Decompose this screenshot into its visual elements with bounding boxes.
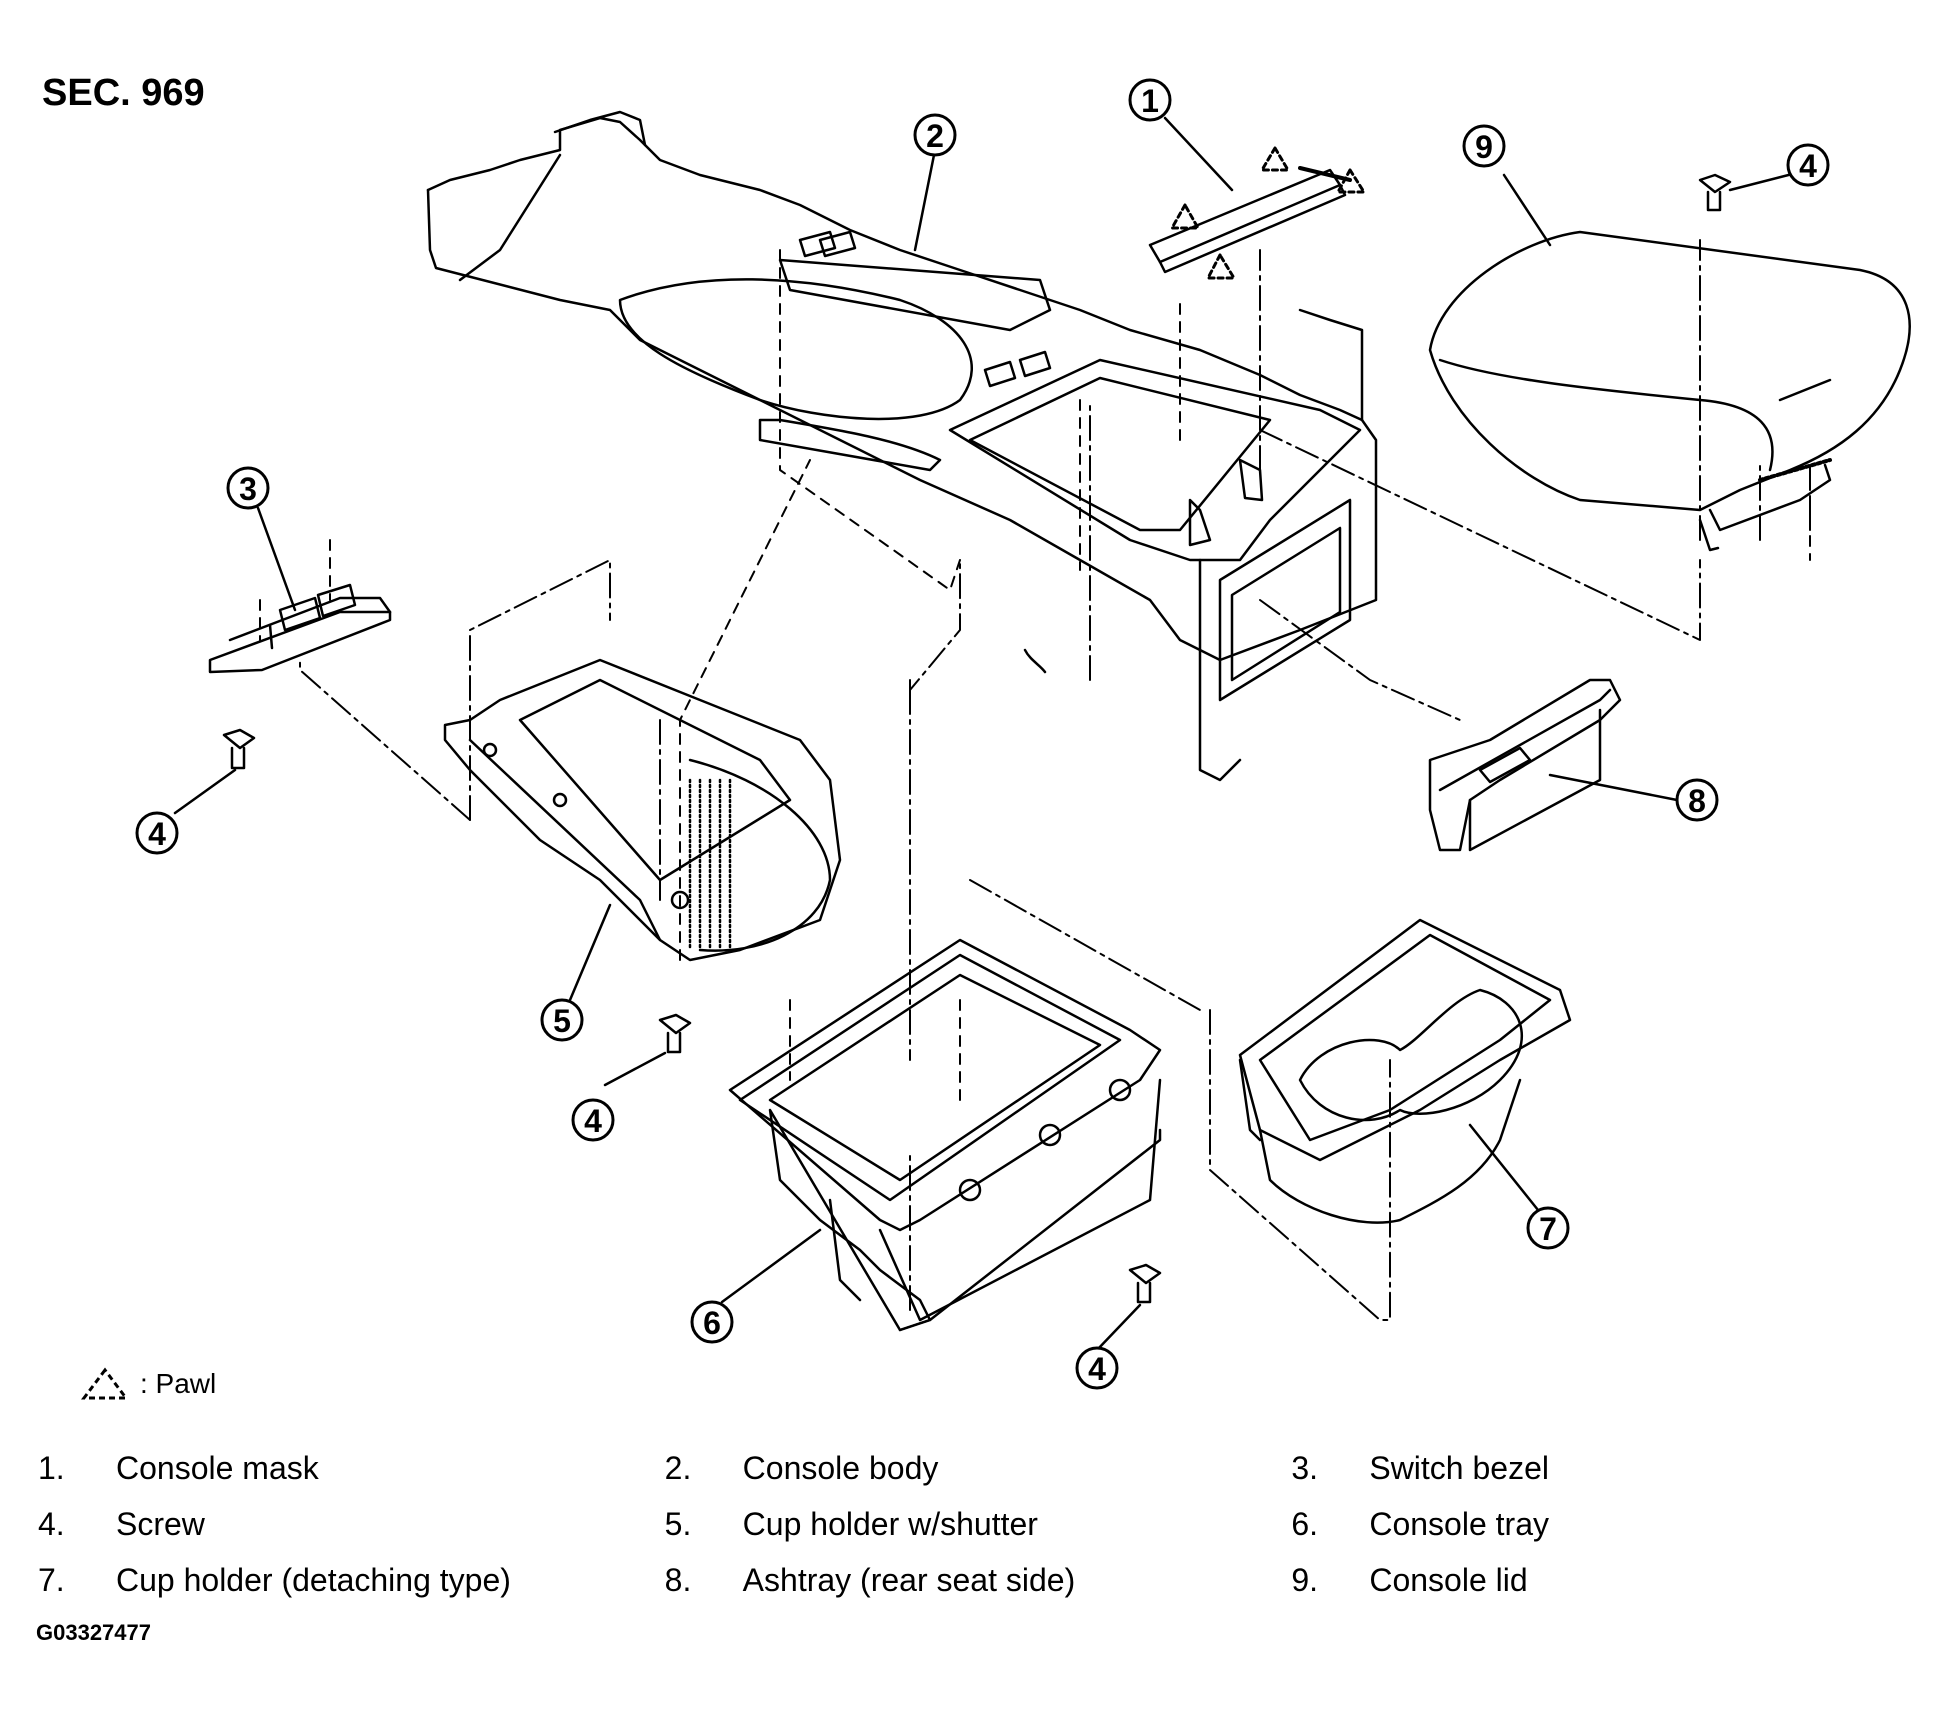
console-body-drawing [426,110,1378,782]
legend-item: 4. Screw [38,1506,665,1543]
svg-text:4: 4 [148,816,166,852]
svg-text:4: 4 [1088,1351,1106,1387]
legend-row: 4. Screw 5. Cup holder w/shutter 6. Console… [38,1496,1918,1552]
callout-4-tray-screw: 4 [1075,1346,1119,1390]
legend-item-number: 7. [38,1561,65,1598]
callout-8: 8 [1675,778,1719,822]
switch-bezel-drawing [208,583,392,674]
callout-3: 3 [226,466,270,510]
svg-text:4: 4 [1799,148,1817,184]
svg-text:5: 5 [553,1003,571,1039]
legend-item-number: 5. [664,1505,692,1542]
legend-item: 8. Ashtray (rear seat side) [665,1562,1292,1599]
legend-item-name: Cup holder (detaching type) [116,1561,511,1598]
legend-item-number: 3. [1291,1449,1319,1486]
legend-item: 1. Console mask [38,1450,665,1487]
pawl-legend-label: : Pawl [140,1368,217,1399]
legend-item-name: Screw [116,1505,205,1542]
legend-item-number: 6. [1291,1505,1319,1542]
legend-item: 9. Console lid [1291,1562,1918,1599]
parts-legend: 1. Console mask 2. Console body 3. Switch b… [38,1440,1918,1608]
legend-item-number: 1. [38,1449,65,1486]
legend-item-number: 9. [1291,1561,1319,1598]
svg-text:2: 2 [926,118,944,154]
legend-item: 3. Switch bezel [1291,1450,1918,1487]
legend-item-name: Console tray [1369,1505,1549,1542]
figure-code: G03327477 [36,1620,151,1645]
svg-text:1: 1 [1141,83,1159,119]
svg-text:8: 8 [1688,783,1706,819]
console-tray-drawing [728,938,1162,1332]
legend-row: 1. Console mask 2. Console body 3. Switch b… [38,1440,1918,1496]
legend-item-name: Cup holder w/shutter [742,1505,1038,1542]
legend-item: 6. Console tray [1291,1506,1918,1543]
legend-item-number: 4. [38,1505,65,1542]
callout-1: 1 [1128,78,1172,122]
cup-holder-shutter-drawing [443,658,842,962]
legend-item-name: Switch bezel [1369,1449,1549,1486]
callout-4-bezel-screw: 4 [135,811,179,855]
callout-5: 5 [540,998,584,1042]
svg-text:7: 7 [1539,1211,1557,1247]
ashtray-drawing [1428,678,1622,852]
legend-item-name: Ashtray (rear seat side) [742,1561,1076,1598]
callouts: 1 2 3 4 4 4 4 5 6 7 8 9 [135,78,1830,1390]
section-title: SEC. 969 [42,72,205,114]
svg-text:6: 6 [703,1305,721,1341]
legend-item-name: Console mask [116,1449,319,1486]
console-mask-drawing [1148,146,1366,280]
svg-text:9: 9 [1475,129,1493,165]
legend-item: 5. Cup holder w/shutter [665,1506,1292,1543]
legend-item-number: 8. [664,1561,692,1598]
callout-4-cup-screw: 4 [571,1098,615,1142]
callout-2: 2 [913,113,957,157]
callout-4-lid-screw: 4 [1786,143,1830,187]
legend-item-name: Console lid [1369,1561,1528,1598]
console-lid-drawing [1428,230,1911,552]
callout-9: 9 [1462,124,1506,168]
leader-lines [173,116,1810,1352]
svg-text:4: 4 [584,1103,602,1139]
dashed-guide-lines [259,249,1811,1101]
legend-item-number: 2. [664,1449,692,1486]
pawl-legend: : Pawl [80,1366,216,1402]
svg-text:3: 3 [239,471,257,507]
cup-holder-detaching-drawing [1238,918,1572,1224]
callout-6: 6 [690,1300,734,1344]
dashed-triangle-icon [81,1367,129,1400]
legend-item: 2. Console body [665,1450,1292,1487]
legend-row: 7. Cup holder (detaching type) 8. Ashtray … [38,1552,1918,1608]
legend-item: 7. Cup holder (detaching type) [38,1562,665,1599]
screw-drawings [222,173,1732,1304]
callout-7: 7 [1526,1206,1570,1250]
legend-item-name: Console body [742,1449,939,1486]
assembly-guide-lines [299,239,1811,1321]
